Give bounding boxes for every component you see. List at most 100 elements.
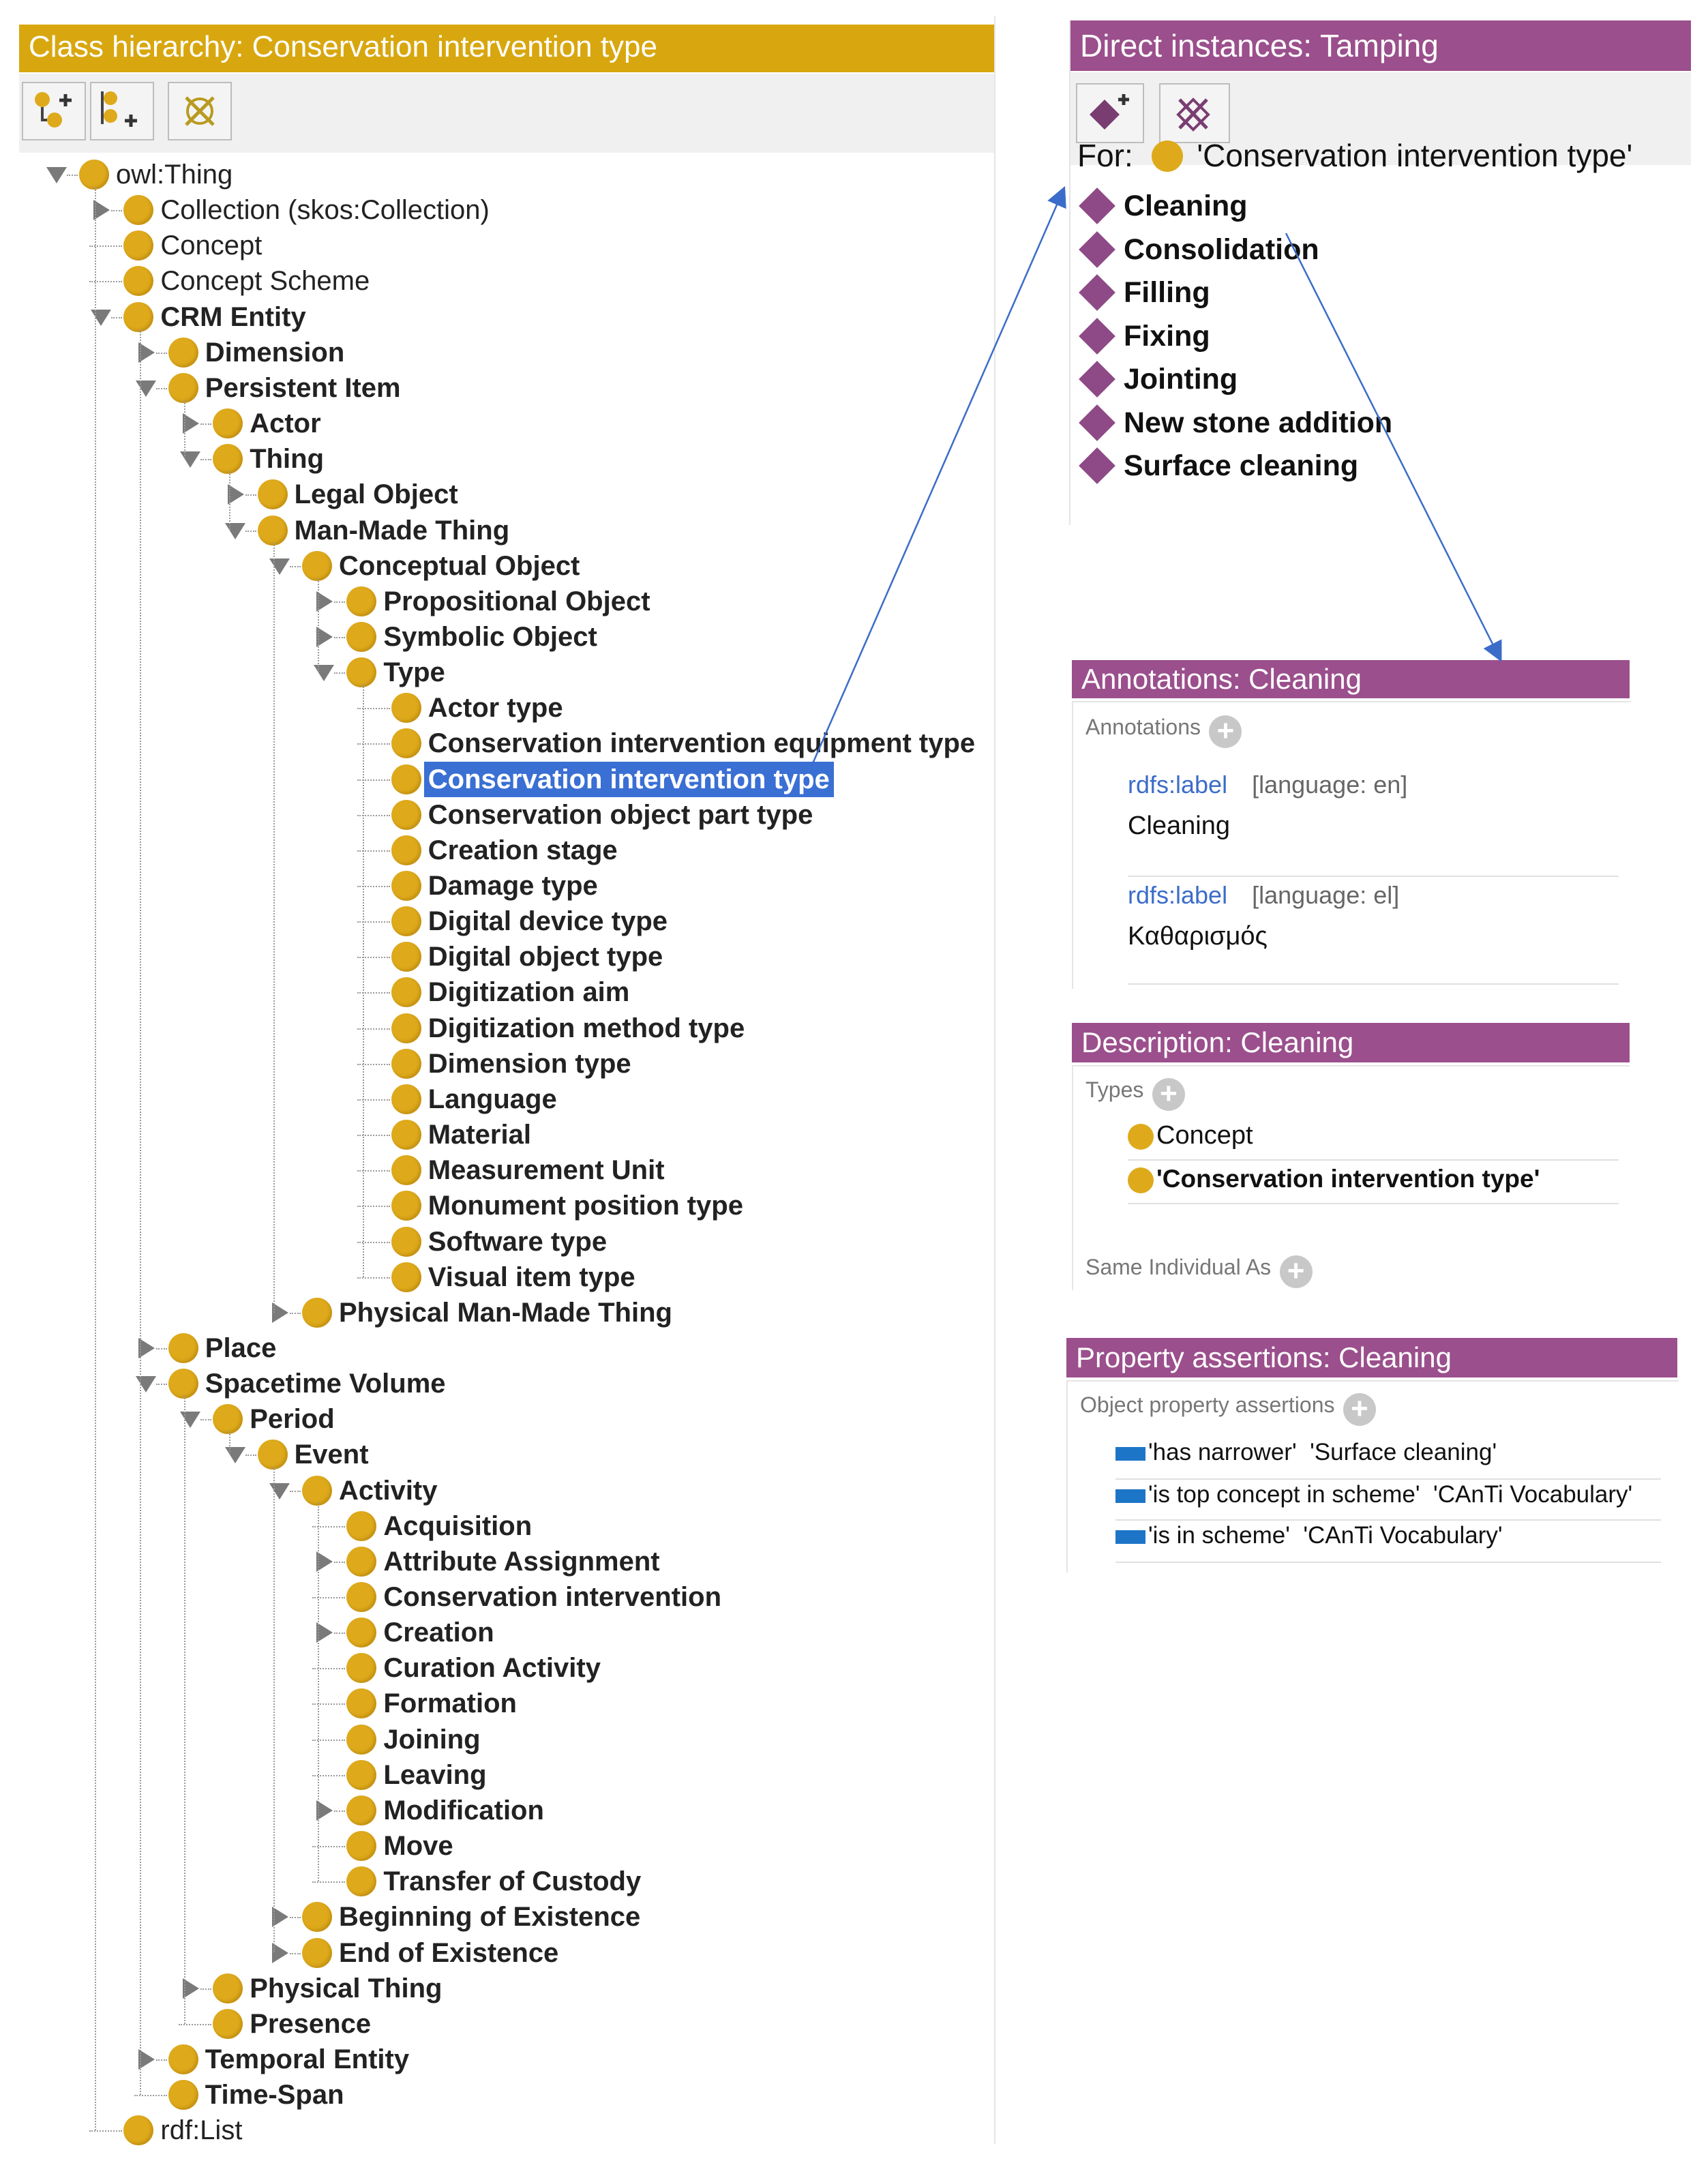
expanded-triangle-icon[interactable] [89,305,113,329]
annotation-property[interactable]: rdfs:label [1128,881,1228,909]
tree-node-label[interactable]: Language [428,1084,557,1114]
assertion-row[interactable]: 'has narrower' 'Surface cleaning' [1115,1439,1497,1466]
tree-node-label[interactable]: Transfer of Custody [383,1866,642,1897]
annotation-entry-1[interactable]: rdfs:label[language: en] Cleaning [1128,771,1619,873]
collapsed-triangle-icon[interactable] [268,1301,291,1324]
tree-node-label[interactable]: Conservation intervention [383,1582,722,1612]
add-subclass-button[interactable] [22,82,86,140]
tree-node-label[interactable]: End of Existence [339,1937,559,1968]
tree-node-label[interactable]: Actor type [428,693,563,724]
tree-node-label[interactable]: Beginning of Existence [339,1902,641,1933]
tree-node-label[interactable]: Time-Span [205,2080,344,2111]
type-item-conservation-intervention-type[interactable]: 'Conservation intervention type' [1128,1165,1540,1194]
tree-node-label[interactable]: Conceptual Object [339,550,580,581]
tree-node-label[interactable]: Joining [383,1724,481,1755]
tree-node-label[interactable]: Conservation object part type [428,799,813,830]
tree-node-label[interactable]: Visual item type [428,1262,635,1292]
instance-item[interactable]: Surface cleaning [1079,445,1358,486]
instance-item[interactable]: Filling [1079,272,1210,313]
tree-node-label[interactable]: Dimension [205,337,345,368]
tree-node-label[interactable]: Digital device type [428,906,668,937]
tree-node-label[interactable]: Monument position type [428,1191,743,1221]
tree-node-label[interactable]: Leaving [383,1759,487,1790]
instance-item[interactable]: New stone addition [1079,402,1392,443]
tree-node-label[interactable]: Temporal Entity [205,2044,410,2074]
expanded-triangle-icon[interactable] [45,163,68,186]
expanded-triangle-icon[interactable] [268,1479,291,1502]
instance-item[interactable]: Cleaning [1079,185,1248,226]
tree-node-label[interactable]: Man-Made Thing [294,515,510,546]
collapsed-triangle-icon[interactable] [312,590,335,613]
tree-node-label[interactable]: Formation [383,1688,517,1719]
tree-node-label[interactable]: Type [383,657,445,688]
tree-node-label[interactable]: Legal Object [294,479,458,510]
collapsed-triangle-icon[interactable] [312,1621,335,1644]
tree-node-label[interactable]: CRM Entity [160,301,306,332]
tree-node-label[interactable]: Damage type [428,871,598,901]
instance-item[interactable]: Consolidation [1079,229,1319,270]
instance-item[interactable]: Jointing [1079,359,1238,400]
tree-node-label[interactable]: Digitization aim [428,977,630,1008]
add-annotation-icon[interactable]: + [1209,715,1242,748]
tree-node-label[interactable]: Activity [339,1475,438,1506]
annotation-property[interactable]: rdfs:label [1128,771,1228,799]
assertion-row[interactable]: 'is top concept in scheme' 'CAnTi Vocabu… [1115,1481,1632,1508]
instance-item[interactable]: Fixing [1079,316,1210,357]
tree-node-label[interactable]: Dimension type [428,1048,631,1079]
add-individual-button[interactable] [1076,83,1144,143]
tree-node-label[interactable]: Digital object type [428,942,663,972]
expanded-triangle-icon[interactable] [224,1443,247,1466]
tree-node-label[interactable]: Acquisition [383,1510,533,1541]
tree-node-label[interactable]: Material [428,1120,531,1150]
tree-node-label[interactable]: Period [250,1404,335,1435]
tree-node-label[interactable]: Symbolic Object [383,621,597,652]
tree-node-label[interactable]: Software type [428,1226,608,1257]
collapsed-triangle-icon[interactable] [312,1550,335,1573]
tree-node-label[interactable]: Modification [383,1795,544,1825]
type-item-concept[interactable]: Concept [1128,1121,1253,1150]
expanded-triangle-icon[interactable] [179,1407,202,1431]
tree-node-label[interactable]: Persistent Item [205,372,401,403]
collapsed-triangle-icon[interactable] [89,198,113,222]
collapsed-triangle-icon[interactable] [312,625,335,649]
collapsed-triangle-icon[interactable] [224,483,247,506]
expanded-triangle-icon[interactable] [312,661,335,684]
expanded-triangle-icon[interactable] [268,554,291,578]
tree-node-label[interactable]: Concept Scheme [160,266,370,297]
tree-node-label[interactable]: Event [294,1440,369,1470]
tree-node-label[interactable]: Spacetime Volume [205,1369,446,1399]
annotation-entry-2[interactable]: rdfs:label[language: el] Καθαρισμός [1128,881,1619,983]
collapsed-triangle-icon[interactable] [134,1337,158,1360]
tree-node-label[interactable]: Creation stage [428,835,618,865]
delete-class-button[interactable] [168,82,232,140]
expanded-triangle-icon[interactable] [134,376,158,400]
tree-node-label[interactable]: Digitization method type [428,1013,745,1043]
tree-node-label[interactable]: Place [205,1332,277,1363]
tree-node-label[interactable]: Measurement Unit [428,1155,665,1186]
collapsed-triangle-icon[interactable] [179,412,202,435]
tree-node-label[interactable]: Thing [250,444,325,475]
tree-node-label[interactable]: Propositional Object [383,586,650,616]
add-type-icon[interactable]: + [1152,1077,1185,1111]
tree-node-label[interactable]: Conservation intervention type [423,761,834,797]
expanded-triangle-icon[interactable] [224,519,247,542]
tree-node-label[interactable]: rdf:List [160,2115,243,2146]
collapsed-triangle-icon[interactable] [134,2048,158,2071]
collapsed-triangle-icon[interactable] [268,1905,291,1928]
tree-node-label[interactable]: Collection (skos:Collection) [160,195,490,226]
add-sibling-button[interactable] [90,82,154,140]
tree-node-label[interactable]: Conservation intervention equipment type [428,728,976,759]
tree-node-label[interactable]: Actor [250,408,321,439]
tree-node-label[interactable]: Creation [383,1618,494,1648]
tree-node-label[interactable]: Physical Man-Made Thing [339,1297,672,1328]
tree-node-label[interactable]: Presence [250,2008,372,2039]
collapsed-triangle-icon[interactable] [179,1977,202,2000]
collapsed-triangle-icon[interactable] [312,1799,335,1822]
tree-node-label[interactable]: Attribute Assignment [383,1546,660,1577]
expanded-triangle-icon[interactable] [179,447,202,471]
tree-node-label[interactable]: Physical Thing [250,1973,443,2003]
expanded-triangle-icon[interactable] [134,1372,158,1395]
tree-node-label[interactable]: Curation Activity [383,1653,601,1684]
delete-individual-button[interactable] [1159,83,1230,143]
collapsed-triangle-icon[interactable] [134,341,158,364]
